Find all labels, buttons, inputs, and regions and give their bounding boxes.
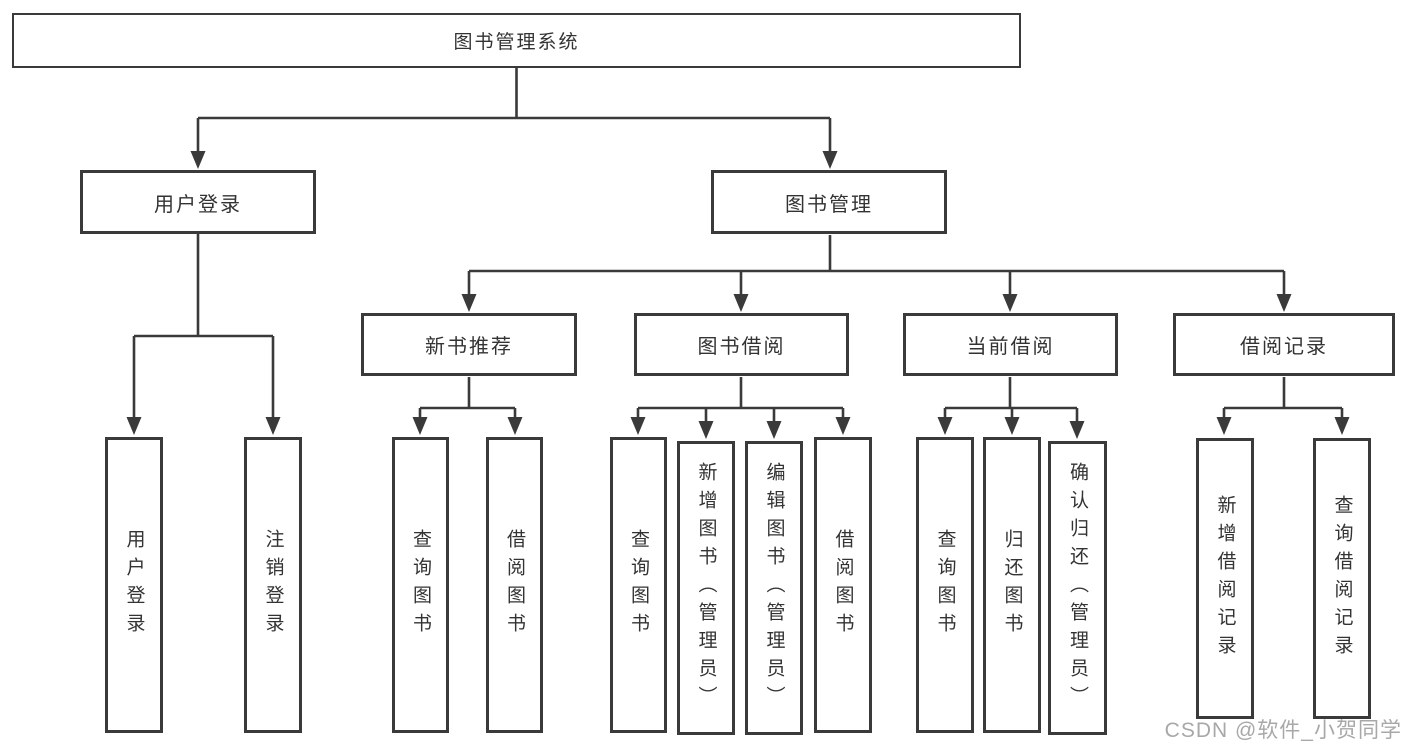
node-current-borrow: 当前借阅 — [903, 313, 1118, 376]
leaf-current-query-books: 查询图书 — [916, 437, 974, 733]
leaf-recommend-borrow-books: 借阅图书 — [486, 437, 543, 733]
node-new-book-recommend: 新书推荐 — [361, 313, 577, 376]
node-user-login: 用户登录 — [80, 170, 316, 234]
csdn-watermark: CSDN @软件_小贺同学 — [1164, 719, 1402, 742]
leaf-query-borrow-record: 查询借阅记录 — [1313, 438, 1371, 719]
node-book-management: 图书管理 — [711, 170, 947, 234]
leaf-borrow-query-books: 查询图书 — [610, 437, 667, 733]
leaf-add-borrow-record: 新增借阅记录 — [1196, 438, 1254, 719]
leaf-borrow-books: 借阅图书 — [814, 437, 872, 733]
leaf-edit-books-admin: 编辑图书（管理员） — [745, 441, 803, 735]
leaf-recommend-query-books: 查询图书 — [392, 437, 449, 733]
node-borrow-records: 借阅记录 — [1173, 313, 1395, 376]
leaf-confirm-return-admin: 确认归还（管理员） — [1048, 441, 1107, 735]
leaf-logout: 注销登录 — [244, 437, 302, 733]
node-book-borrow: 图书借阅 — [634, 313, 849, 376]
leaf-user-login: 用户登录 — [105, 437, 163, 733]
leaf-return-books: 归还图书 — [983, 437, 1041, 733]
leaf-add-books-admin: 新增图书（管理员） — [677, 441, 735, 735]
node-library-management-system: 图书管理系统 — [12, 13, 1021, 68]
